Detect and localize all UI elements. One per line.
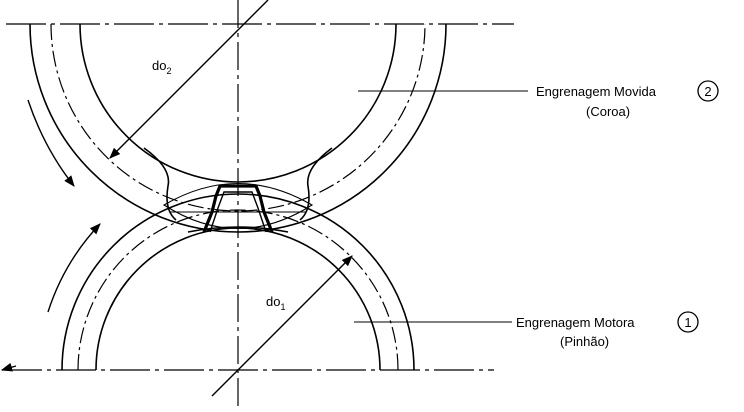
driven-gear-tooth-gap — [143, 147, 333, 221]
driving-gear-alias: (Pinhão) — [560, 334, 609, 349]
driving-gear-number-circle — [677, 311, 699, 333]
mesh-zone-lens — [162, 183, 314, 229]
tooth-contact-arc — [187, 226, 289, 233]
driven-gear-pitch-circle — [50, 23, 426, 212]
bottom-left-arrow — [0, 362, 17, 372]
driven-gear-label: Engrenagem Movida — [536, 84, 657, 99]
driven-gear-label-group: Engrenagem Movida 2 (Coroa) — [536, 80, 719, 119]
driven-gear-outer-circle — [29, 23, 447, 233]
driving-gear-label-group: Engrenagem Motora 1 (Pinhão) — [516, 311, 699, 349]
driving-gear-number: 1 — [684, 315, 691, 330]
driving-gear-pitch-circle — [77, 209, 399, 371]
do1-label: do1 — [266, 294, 285, 312]
driven-gear-number-circle — [697, 80, 719, 102]
do1-diameter-arrow — [211, 255, 353, 397]
driven-gear-root-circle — [79, 23, 397, 183]
do2-label: do2 — [152, 58, 171, 76]
driving-gear-label: Engrenagem Motora — [516, 315, 635, 330]
driving-gear-outer-circle — [61, 193, 415, 371]
driven-gear-alias: (Coroa) — [586, 104, 630, 119]
do2-diameter-arrow — [109, 0, 269, 159]
meshing-tooth — [202, 184, 274, 233]
driven-gear-number: 2 — [704, 84, 711, 99]
driven-gear-rotation-arrow — [27, 99, 75, 187]
driving-gear-rotation-arrow — [47, 223, 101, 313]
driven-gear — [29, 23, 447, 233]
